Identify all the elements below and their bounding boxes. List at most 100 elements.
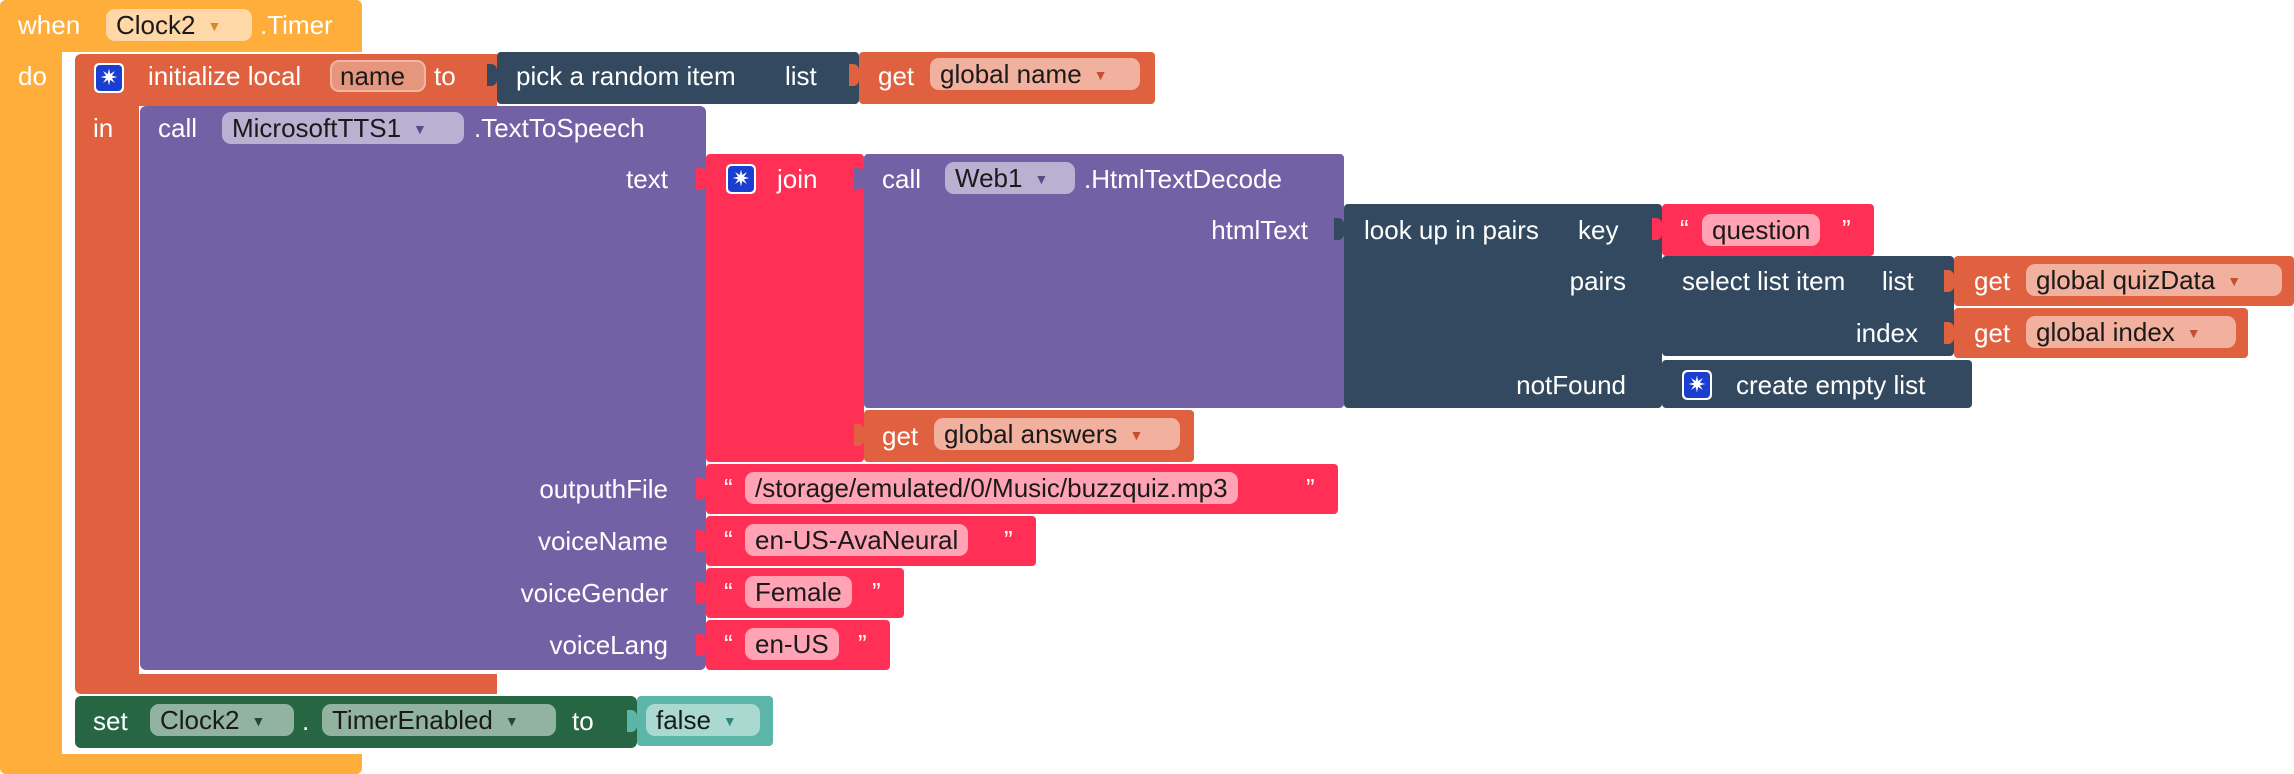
param-html-text-label: htmlText (1211, 215, 1308, 245)
create-empty-list-block[interactable] (1662, 360, 1972, 408)
select-list-label: list (1882, 266, 1914, 296)
caret-down-icon: ▼ (2186, 325, 2201, 341)
select-list-item-block[interactable] (1662, 256, 1954, 356)
input-socket (696, 530, 706, 552)
local-var-name-field[interactable]: name (330, 60, 426, 92)
close-quote: ” (1842, 214, 1851, 244)
select-list-item-label: select list item (1682, 266, 1846, 296)
mutator-gear-empty-list[interactable]: ✷ (1682, 370, 1712, 400)
set-component-name: Clock2 (160, 705, 240, 735)
input-socket (1334, 218, 1344, 240)
input-socket (696, 168, 706, 190)
caret-down-icon: ▼ (722, 713, 737, 729)
input-socket (696, 634, 706, 656)
param-voice-lang-label: voiceLang (549, 630, 668, 660)
set-component-dropdown[interactable]: Clock2▼ (150, 704, 294, 736)
global-quizdata-dropdown[interactable]: global quizData ▼ (2026, 264, 2282, 296)
global-answers-dropdown[interactable]: global answers▼ (934, 418, 1180, 450)
web-decode-call-block[interactable] (864, 154, 1344, 408)
global-quizdata-var: global quizData (2036, 265, 2216, 295)
text-value-voice-gender[interactable]: Female (745, 576, 852, 608)
mutator-gear-join[interactable]: ✷ (726, 164, 756, 194)
init-local-label: initialize local (148, 61, 302, 91)
caret-down-icon: ▼ (1034, 171, 1049, 187)
get-label: get (1974, 266, 2011, 296)
open-quote: “ (724, 629, 733, 659)
initialize-local-footer (75, 674, 497, 694)
tts-method-label: .TextToSpeech (474, 113, 645, 143)
lookup-in-pairs-block[interactable] (1344, 204, 1662, 408)
param-text-label: text (626, 164, 668, 194)
open-quote: “ (1680, 214, 1689, 244)
get-label: get (1974, 318, 2011, 348)
global-index-var: global index (2036, 317, 2175, 347)
voice-name-text: en-US-AvaNeural (755, 525, 959, 555)
web-call-label: call (882, 164, 922, 194)
text-value-voice-lang[interactable]: en-US (745, 628, 839, 660)
set-property-dropdown[interactable]: TimerEnabled ▼ (322, 704, 556, 736)
initialize-local-block[interactable] (75, 54, 497, 106)
gear-icon: ✷ (1684, 372, 1710, 398)
global-name-dropdown[interactable]: global name▼ (930, 58, 1140, 90)
tts-call-block[interactable] (140, 106, 706, 670)
set-to-label: to (572, 706, 594, 736)
set-property-name: TimerEnabled (332, 705, 493, 735)
event-component-dropdown[interactable]: Clock2 ▼ (106, 9, 252, 41)
voice-lang-text: en-US (755, 629, 829, 659)
web-method-label: .HtmlTextDecode (1084, 164, 1282, 194)
open-quote: “ (724, 577, 733, 607)
initialize-local-body-bar (75, 106, 139, 678)
input-socket (1944, 270, 1954, 292)
event-name-label: .Timer (260, 10, 333, 40)
text-value-question[interactable]: question (1702, 214, 1821, 246)
close-quote: ” (1306, 473, 1315, 503)
global-index-dropdown[interactable]: global index ▼ (2026, 316, 2236, 348)
caret-down-icon: ▼ (1129, 427, 1144, 443)
input-socket (627, 710, 637, 732)
logic-value-dropdown[interactable]: false ▼ (646, 704, 760, 736)
set-label: set (93, 706, 128, 736)
pick-random-item-block[interactable] (497, 52, 859, 104)
voice-gender-text: Female (755, 577, 842, 607)
caret-down-icon: ▼ (504, 713, 519, 729)
param-voice-name-label: voiceName (537, 526, 668, 556)
init-to-label: to (434, 61, 456, 91)
text-value-voice-name[interactable]: en-US-AvaNeural (745, 524, 969, 556)
join-block[interactable] (706, 154, 864, 462)
close-quote: ” (1004, 525, 1013, 555)
param-output-file-label: outputhFile (539, 474, 668, 504)
input-socket (696, 582, 706, 604)
event-component-name: Clock2 (116, 10, 196, 40)
caret-down-icon: ▼ (2227, 273, 2242, 289)
pick-random-list-label: list (785, 61, 817, 91)
pick-random-label: pick a random item (516, 61, 736, 91)
mutator-gear-init[interactable]: ✷ (94, 63, 124, 93)
close-quote: ” (858, 629, 867, 659)
web-component-name: Web1 (955, 163, 1023, 193)
when-label: when (18, 10, 81, 40)
web-component-dropdown[interactable]: Web1 ▼ (945, 162, 1075, 194)
input-socket (854, 424, 864, 446)
text-value-output-file[interactable]: /storage/emulated/0/Music/buzzquiz.mp3 (745, 472, 1238, 504)
open-quote: “ (724, 473, 733, 503)
gear-icon: ✷ (728, 166, 754, 192)
logic-value: false (656, 705, 711, 735)
lookup-pairs-label: pairs (1569, 266, 1626, 296)
input-socket (487, 64, 497, 86)
input-socket (1652, 372, 1662, 394)
caret-down-icon: ▼ (207, 18, 222, 34)
question-text: question (1712, 215, 1811, 245)
tts-component-name: MicrosoftTTS1 (232, 113, 402, 143)
select-index-label: index (1855, 318, 1918, 348)
lookup-key-label: key (1578, 215, 1619, 245)
tts-component-dropdown[interactable]: MicrosoftTTS1▼ (222, 112, 464, 144)
create-empty-list-label: create empty list (1736, 370, 1926, 400)
set-dot-label: . (302, 706, 310, 736)
lookup-label: look up in pairs (1364, 215, 1539, 245)
tts-call-label: call (158, 113, 198, 143)
input-socket (1652, 270, 1662, 292)
input-socket (1652, 218, 1662, 240)
input-socket (696, 478, 706, 500)
local-var-name: name (340, 61, 406, 91)
gear-icon: ✷ (96, 65, 122, 91)
